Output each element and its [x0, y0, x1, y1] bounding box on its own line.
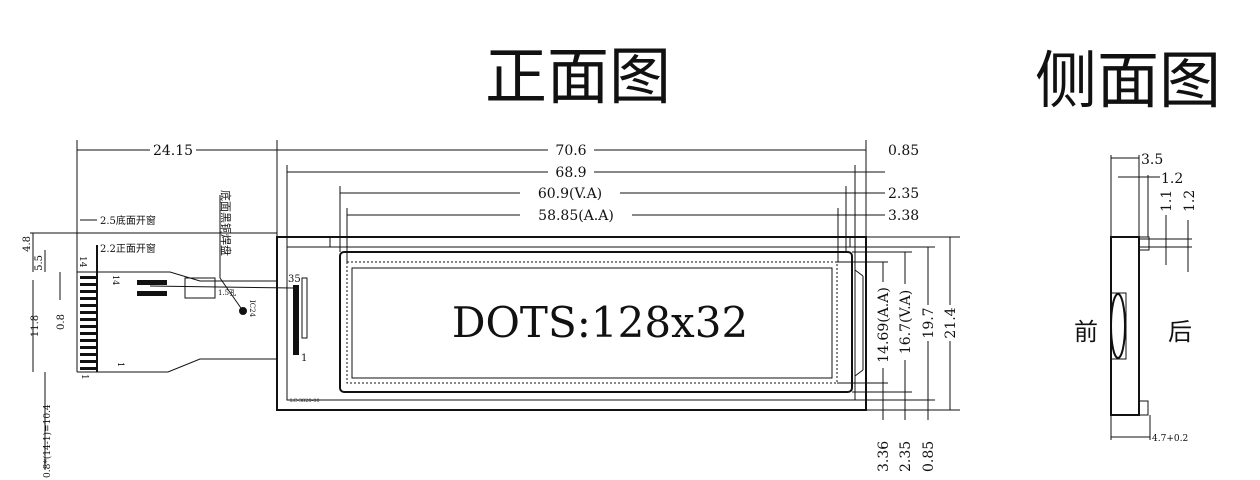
svg-text:IC24: IC24 — [248, 300, 256, 318]
svg-text:3.5: 3.5 — [1141, 152, 1163, 168]
svg-text:16.7(V.A): 16.7(V.A) — [898, 290, 914, 354]
svg-text:35: 35 — [288, 274, 301, 285]
svg-text:1.1: 1.1 — [1159, 190, 1175, 212]
svg-text:1: 1 — [301, 353, 307, 364]
front-view-title: 正面图 — [485, 40, 671, 113]
svg-text:19.7: 19.7 — [921, 307, 937, 338]
right-dimensions: 14.69(A.A) 16.7(V.A) 19.7 21.4 3.36 2.35… — [837, 236, 960, 472]
front-label: 前 — [1074, 318, 1098, 346]
dots-label: DOTS:128x32 — [452, 298, 748, 347]
back-window-label: 2.5底面开窗 — [100, 214, 156, 227]
svg-text:14: 14 — [77, 256, 87, 268]
svg-text:11.8: 11.8 — [30, 315, 41, 337]
front-window-label: 2.2正面开窗 — [100, 242, 156, 255]
svg-text:68.9: 68.9 — [555, 165, 586, 181]
svg-text:3.38: 3.38 — [888, 208, 919, 224]
svg-text:1.2: 1.2 — [1161, 171, 1183, 187]
top-dimensions: 24.15 70.6 68.9 60.9(V.A) 58.85(A.A) 0.8… — [76, 140, 919, 272]
pad-note: 底面黑铜焊盘 — [219, 190, 233, 256]
part-code: LC-3828-00 — [290, 398, 320, 404]
svg-text:58.85(A.A): 58.85(A.A) — [538, 208, 614, 224]
svg-text:70.6: 70.6 — [555, 143, 586, 159]
svg-text:1: 1 — [79, 374, 89, 380]
fpc-tail: 底面黑铜焊盘 1.5孔 IC24 14 1 14 1 2.5底面开窗 2.2正面… — [22, 190, 294, 478]
svg-text:4.8: 4.8 — [22, 236, 33, 252]
svg-text:1.2: 1.2 — [1182, 190, 1198, 212]
pitch-label: 0.8*(14-1)=10.4 — [42, 404, 53, 478]
back-label: 后 — [1168, 318, 1192, 346]
svg-text:2.35: 2.35 — [888, 186, 919, 202]
svg-text:1.5孔: 1.5孔 — [218, 289, 236, 297]
svg-text:14: 14 — [111, 275, 120, 285]
svg-text:3.36: 3.36 — [876, 441, 892, 472]
svg-text:2.35: 2.35 — [898, 441, 914, 472]
side-view-title: 侧面图 — [1035, 44, 1221, 117]
svg-text:1: 1 — [116, 362, 125, 367]
svg-text:0.85: 0.85 — [888, 143, 919, 159]
svg-text:5.5: 5.5 — [34, 255, 45, 271]
svg-text:0.85: 0.85 — [921, 441, 937, 472]
svg-text:14.69(A.A): 14.69(A.A) — [876, 287, 892, 363]
svg-text:21.4: 21.4 — [943, 307, 959, 338]
svg-text:60.9(V.A): 60.9(V.A) — [538, 186, 602, 202]
svg-text:4.7+0.2: 4.7+0.2 — [1152, 434, 1188, 444]
svg-text:24.15: 24.15 — [153, 143, 193, 159]
side-view: 3.5 1.2 1.1 1.2 4.7+0.2 前 后 — [1074, 152, 1198, 444]
front-view: DOTS:128x32 35 1 LC-3828-00 — [276, 236, 867, 411]
svg-text:0.8: 0.8 — [56, 314, 67, 330]
